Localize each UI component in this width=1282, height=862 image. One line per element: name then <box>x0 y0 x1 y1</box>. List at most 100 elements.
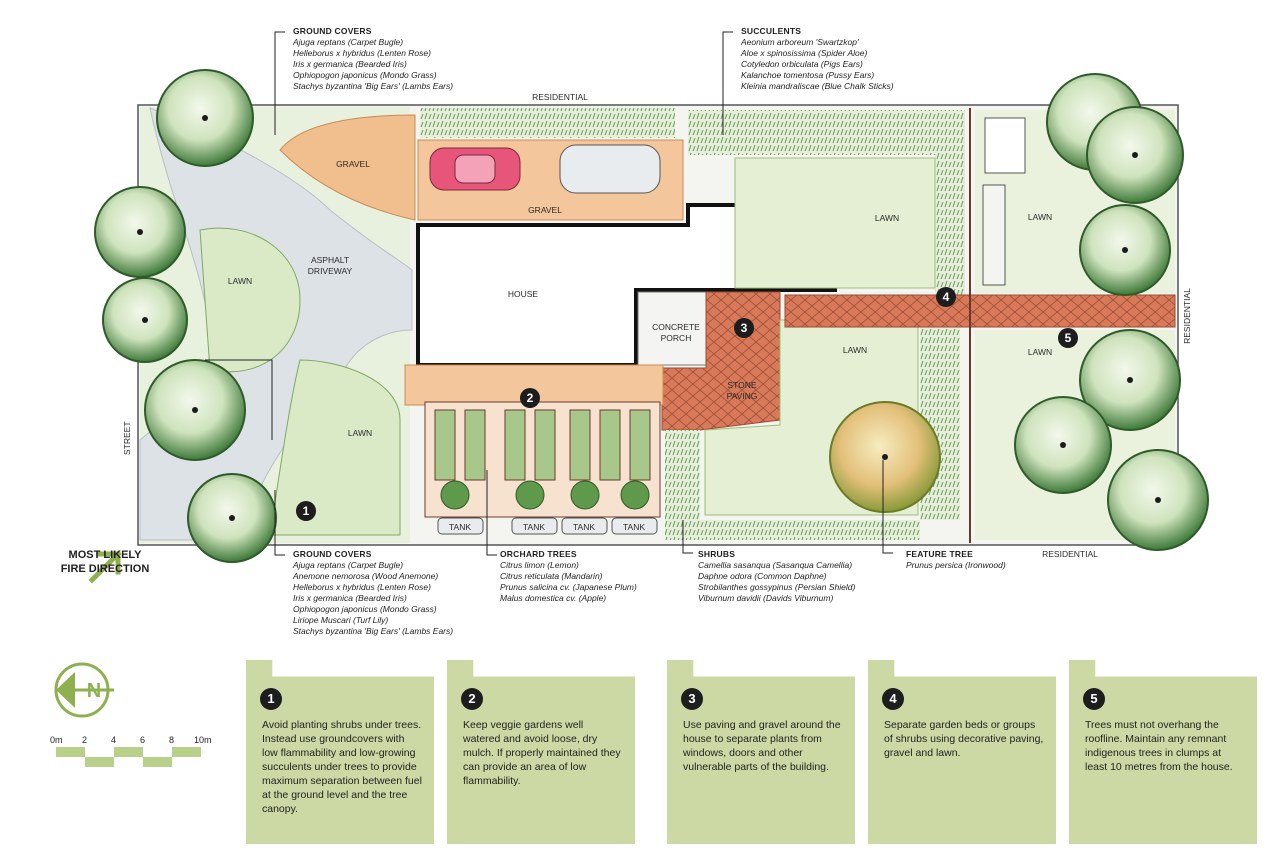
orchard-trees-item: Citrus limon (Lemon) <box>500 560 579 570</box>
feature-tree-heading: FEATURE TREE <box>906 549 973 559</box>
label-succulents: SUCCULENTS Aeonium arboreum 'Swartzkop' … <box>741 26 894 92</box>
tank-label-4: TANK <box>623 522 645 532</box>
lawn-label-4: LAWN <box>843 345 867 355</box>
scale-tick: 8 <box>169 735 175 745</box>
paving-label-2: PAVING <box>727 391 758 401</box>
porch-label-2: PORCH <box>661 333 692 343</box>
marker-3: 3 <box>741 321 748 335</box>
tip-card-3: 3 Use paving and gravel around the house… <box>667 660 855 844</box>
marker-4: 4 <box>943 290 950 304</box>
orchard-beds <box>424 401 661 518</box>
shrubs-item: Strobilanthes gossypinus (Persian Shield… <box>698 582 856 592</box>
lawn-front-upper <box>199 227 301 373</box>
succulents-heading: SUCCULENTS <box>741 26 802 36</box>
lawn-back-upper <box>734 157 936 289</box>
ground-covers-top-item: Helleborus x hybridus (Lenten Rose) <box>293 48 431 58</box>
label-ground-covers-top: GROUND COVERS Ajuga reptans (Carpet Bugl… <box>293 26 453 92</box>
feature-tree-item: Prunus persica (Ironwood) <box>906 560 1006 570</box>
succulents-item: Kleinia mandraliscae (Blue Chalk Sticks) <box>741 81 894 91</box>
tip-card-1-number: 1 <box>260 688 282 710</box>
fire-direction-arrow-icon <box>88 550 122 584</box>
ground-covers-bottom-item: Helleborus x hybridus (Lenten Rose) <box>293 582 431 592</box>
tip-card-3-number: 3 <box>681 688 703 710</box>
tip-card-5: 5 Trees must not overhang the roofline. … <box>1069 660 1257 844</box>
plan-markers: 1 2 3 4 5 <box>296 287 1078 521</box>
tank-label-1: TANK <box>449 522 471 532</box>
scale-bar <box>56 747 201 767</box>
driveway-label-1: ASPHALT <box>311 255 349 265</box>
scale-tick: 10m <box>194 735 212 745</box>
tank-label-3: TANK <box>573 522 595 532</box>
lawn-label-3: LAWN <box>875 213 899 223</box>
ground-covers-bottom-item: Liriope Muscari (Turf Lily) <box>293 615 389 625</box>
tip-card-5-text: Trees must not overhang the roofline. Ma… <box>1085 719 1233 773</box>
porch-label-1: CONCRETE <box>652 322 700 332</box>
north-compass-icon: N <box>54 662 114 718</box>
tip-card-5-number: 5 <box>1083 688 1105 710</box>
shed <box>984 117 1026 174</box>
scale-tick: 4 <box>111 735 117 745</box>
ground-covers-bottom-heading: GROUND COVERS <box>293 549 372 559</box>
water-tanks <box>437 517 658 535</box>
orchard-trees-item: Citrus reticulata (Mandarin) <box>500 571 603 581</box>
hedge-succulents <box>688 110 965 300</box>
orchard-trees-item: Prunus salicina cv. (Japanese Plum) <box>500 582 637 592</box>
ground-covers-bottom-item: Anemone nemorosa (Wood Anemone) <box>293 571 439 581</box>
tank-label-2: TANK <box>523 522 545 532</box>
boardwalk <box>982 184 1006 286</box>
lawn-label-2: LAWN <box>348 428 372 438</box>
tip-card-1: 1 Avoid planting shrubs under trees. Ins… <box>246 660 434 844</box>
house-label: HOUSE <box>508 289 539 299</box>
driveway-label-2: DRIVEWAY <box>308 266 353 276</box>
fire-direction-line2: FIRE DIRECTION <box>60 563 150 575</box>
tip-card-4-number: 4 <box>882 688 904 710</box>
tip-card-4-text: Separate garden beds or groups of shrubs… <box>884 719 1044 759</box>
tip-card-1-text: Avoid planting shrubs under trees. Inste… <box>262 719 422 815</box>
gravel-label-2: GRAVEL <box>528 205 562 215</box>
hedge-shrubs <box>665 320 960 540</box>
paving-label-1: STONE <box>727 380 756 390</box>
scale-tick: 6 <box>140 735 146 745</box>
tip-card-3-text: Use paving and gravel around the house t… <box>683 719 841 773</box>
label-feature-tree: FEATURE TREE Prunus persica (Ironwood) <box>906 549 1006 571</box>
shrubs-item: Daphne odora (Common Daphne) <box>698 571 827 581</box>
street-label: STREET <box>122 421 132 455</box>
ground-covers-bottom-item: Ajuga reptans (Carpet Bugle) <box>293 560 404 570</box>
ground-covers-bottom-item: Iris x germanica (Bearded Iris) <box>293 593 407 603</box>
orchard-trees-item: Malus domestica cv. (Apple) <box>500 593 607 603</box>
decorative-paving <box>784 294 1176 328</box>
hedge-top <box>420 108 675 138</box>
lawn-label-6: LAWN <box>1028 347 1052 357</box>
gravel-label-1: GRAVEL <box>336 159 370 169</box>
scale-tick: 0m <box>50 735 63 745</box>
tip-card-2: 2 Keep veggie gardens well watered and a… <box>447 660 635 844</box>
residential-right-label: RESIDENTIAL <box>1182 288 1192 344</box>
succulents-item: Cotyledon orbiculata (Pigs Ears) <box>741 59 863 69</box>
trees <box>94 69 1209 563</box>
marker-5: 5 <box>1065 331 1072 345</box>
lawn-label-1: LAWN <box>228 276 252 286</box>
residential-top-label: RESIDENTIAL <box>532 92 588 102</box>
tip-card-2-text: Keep veggie gardens well watered and avo… <box>463 719 621 787</box>
succulents-item: Kalanchoe tomentosa (Pussy Ears) <box>741 70 875 80</box>
label-shrubs: SHRUBS Camellia sasanqua (Sasanqua Camel… <box>698 549 855 604</box>
ground-covers-top-item: Ophiopogon japonicus (Mondo Grass) <box>293 70 437 80</box>
shrubs-item: Camellia sasanqua (Sasanqua Camellia) <box>698 560 853 570</box>
lawn-label-5: LAWN <box>1028 212 1052 222</box>
tip-card-2-number: 2 <box>461 688 483 710</box>
trailer <box>559 144 661 194</box>
marker-2: 2 <box>527 391 534 405</box>
label-ground-covers-bottom: GROUND COVERS Ajuga reptans (Carpet Bugl… <box>293 549 453 637</box>
ground-covers-bottom-item: Ophiopogon japonicus (Mondo Grass) <box>293 604 437 614</box>
succulents-item: Aeonium arboreum 'Swartzkop' <box>741 37 859 47</box>
ground-covers-top-item: Iris x germanica (Bearded Iris) <box>293 59 407 69</box>
gravel-front <box>279 114 416 221</box>
fire-direction-label: MOST LIKELY FIRE DIRECTION <box>50 548 160 576</box>
concrete-porch <box>637 291 707 366</box>
succulents-item: Aloe x spinosissima (Spider Aloe) <box>741 48 868 58</box>
marker-1: 1 <box>303 504 310 518</box>
tip-card-4: 4 Separate garden beds or groups of shru… <box>868 660 1056 844</box>
label-orchard-trees: ORCHARD TREES Citrus limon (Lemon) Citru… <box>500 549 637 604</box>
ground-covers-top-item: Stachys byzantina 'Big Ears' (Lambs Ears… <box>293 81 454 91</box>
